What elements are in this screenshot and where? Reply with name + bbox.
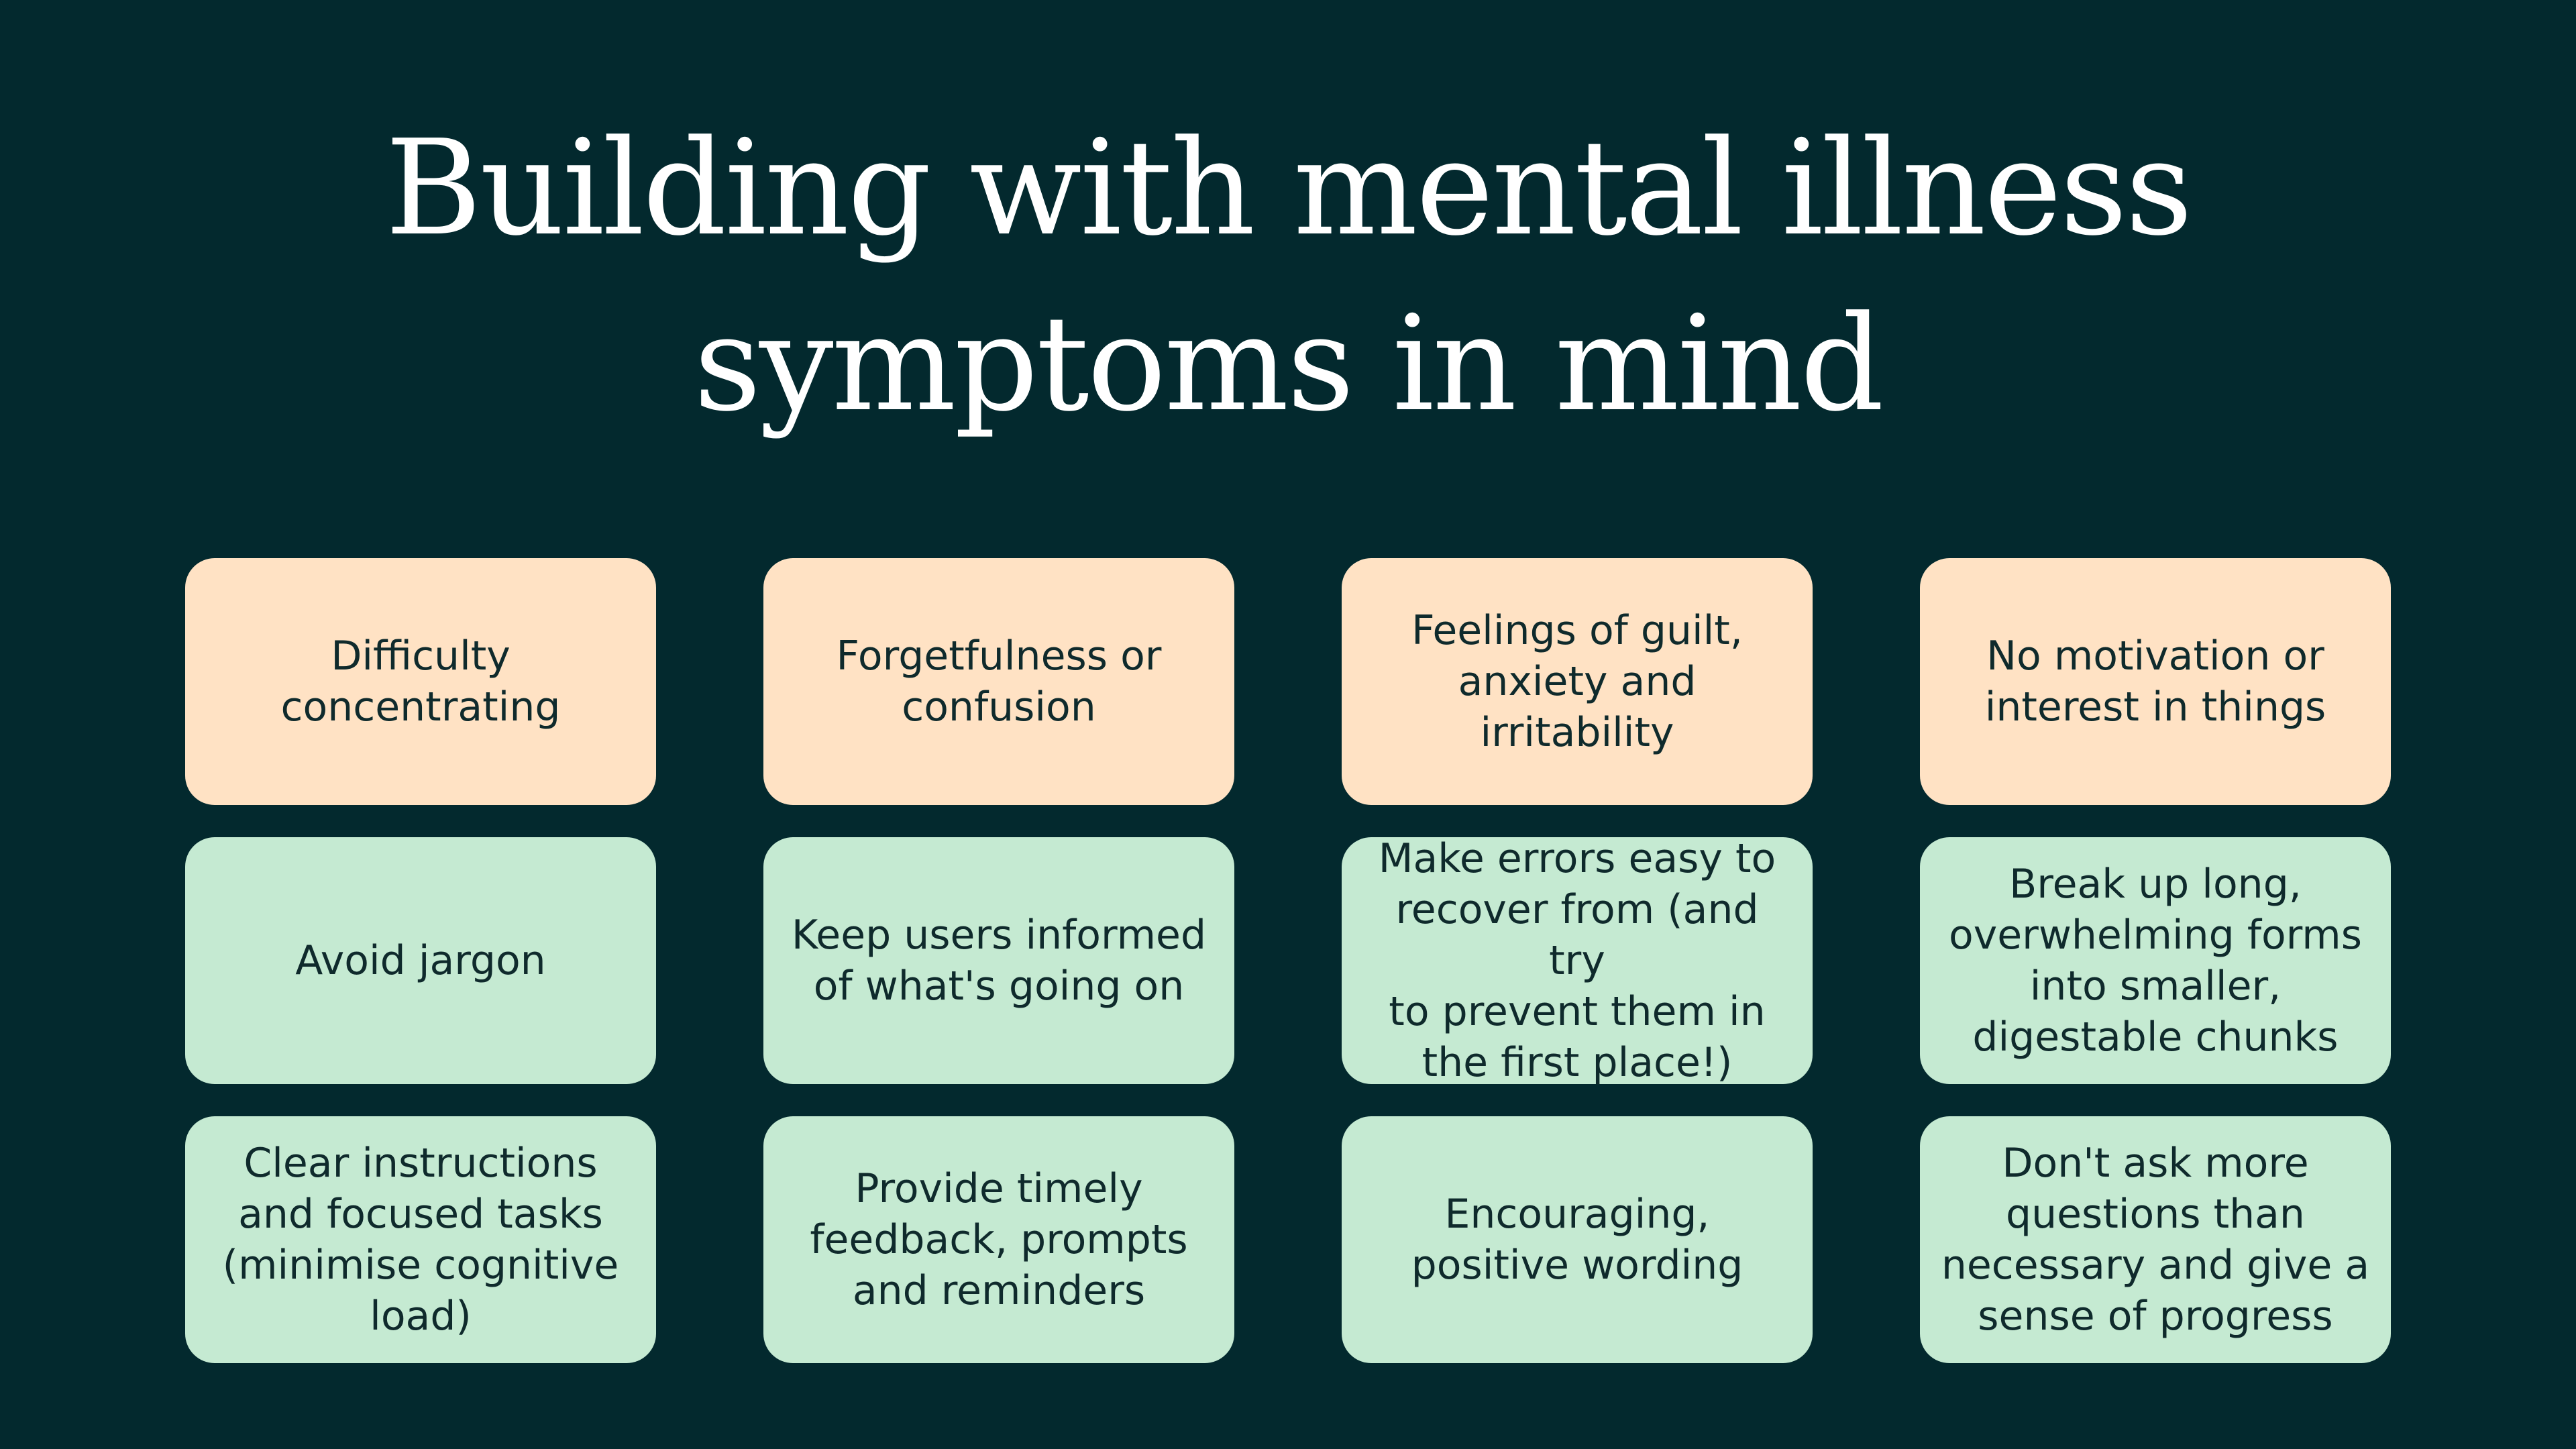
- tip-label: Encouraging, positive wording: [1411, 1191, 1743, 1289]
- page-title: Building with mental illness symptoms in…: [0, 101, 2576, 452]
- tip-card-avoid-jargon: Avoid jargon: [185, 837, 656, 1084]
- symptom-label: No motivation or interest in things: [1984, 633, 2326, 731]
- tip-card-timely-feedback: Provide timely feedback, prompts and rem…: [763, 1116, 1234, 1363]
- symptom-label: Forgetfulness or confusion: [836, 633, 1162, 731]
- symptom-card-no-motivation: No motivation or interest in things: [1920, 558, 2391, 805]
- title-line-1: Building with mental illness: [385, 112, 2193, 265]
- tip-label: Break up long, overwhelming forms into s…: [1949, 861, 2362, 1061]
- tip-label: Don't ask more questions than necessary …: [1941, 1140, 2370, 1340]
- tip-card-recoverable-errors: Make errors easy to recover from (and tr…: [1342, 835, 1813, 1086]
- tip-label: Avoid jargon: [295, 937, 546, 984]
- tip-label: Provide timely feedback, prompts and rem…: [810, 1165, 1188, 1314]
- tip-label: Clear instructions and focused tasks (mi…: [222, 1140, 619, 1340]
- tip-card-clear-instructions: Clear instructions and focused tasks (mi…: [185, 1116, 656, 1363]
- tip-label: Make errors easy to recover from (and tr…: [1378, 835, 1776, 1086]
- symptom-card-forgetfulness: Forgetfulness or confusion: [763, 558, 1234, 805]
- tip-card-sense-of-progress: Don't ask more questions than necessary …: [1920, 1116, 2391, 1363]
- tip-card-keep-users-informed: Keep users informed of what's going on: [763, 837, 1234, 1084]
- symptom-label: Feelings of guilt, anxiety and irritabil…: [1411, 607, 1743, 756]
- symptom-card-guilt-anxiety: Feelings of guilt, anxiety and irritabil…: [1342, 558, 1813, 805]
- tip-card-positive-wording: Encouraging, positive wording: [1342, 1116, 1813, 1363]
- tip-card-break-up-forms: Break up long, overwhelming forms into s…: [1920, 837, 2391, 1084]
- symptom-card-difficulty-concentrating: Difficulty concentrating: [185, 558, 656, 805]
- symptom-label: Difficulty concentrating: [280, 633, 561, 731]
- title-line-2: symptoms in mind: [694, 288, 1884, 441]
- tip-label: Keep users informed of what's going on: [791, 912, 1207, 1010]
